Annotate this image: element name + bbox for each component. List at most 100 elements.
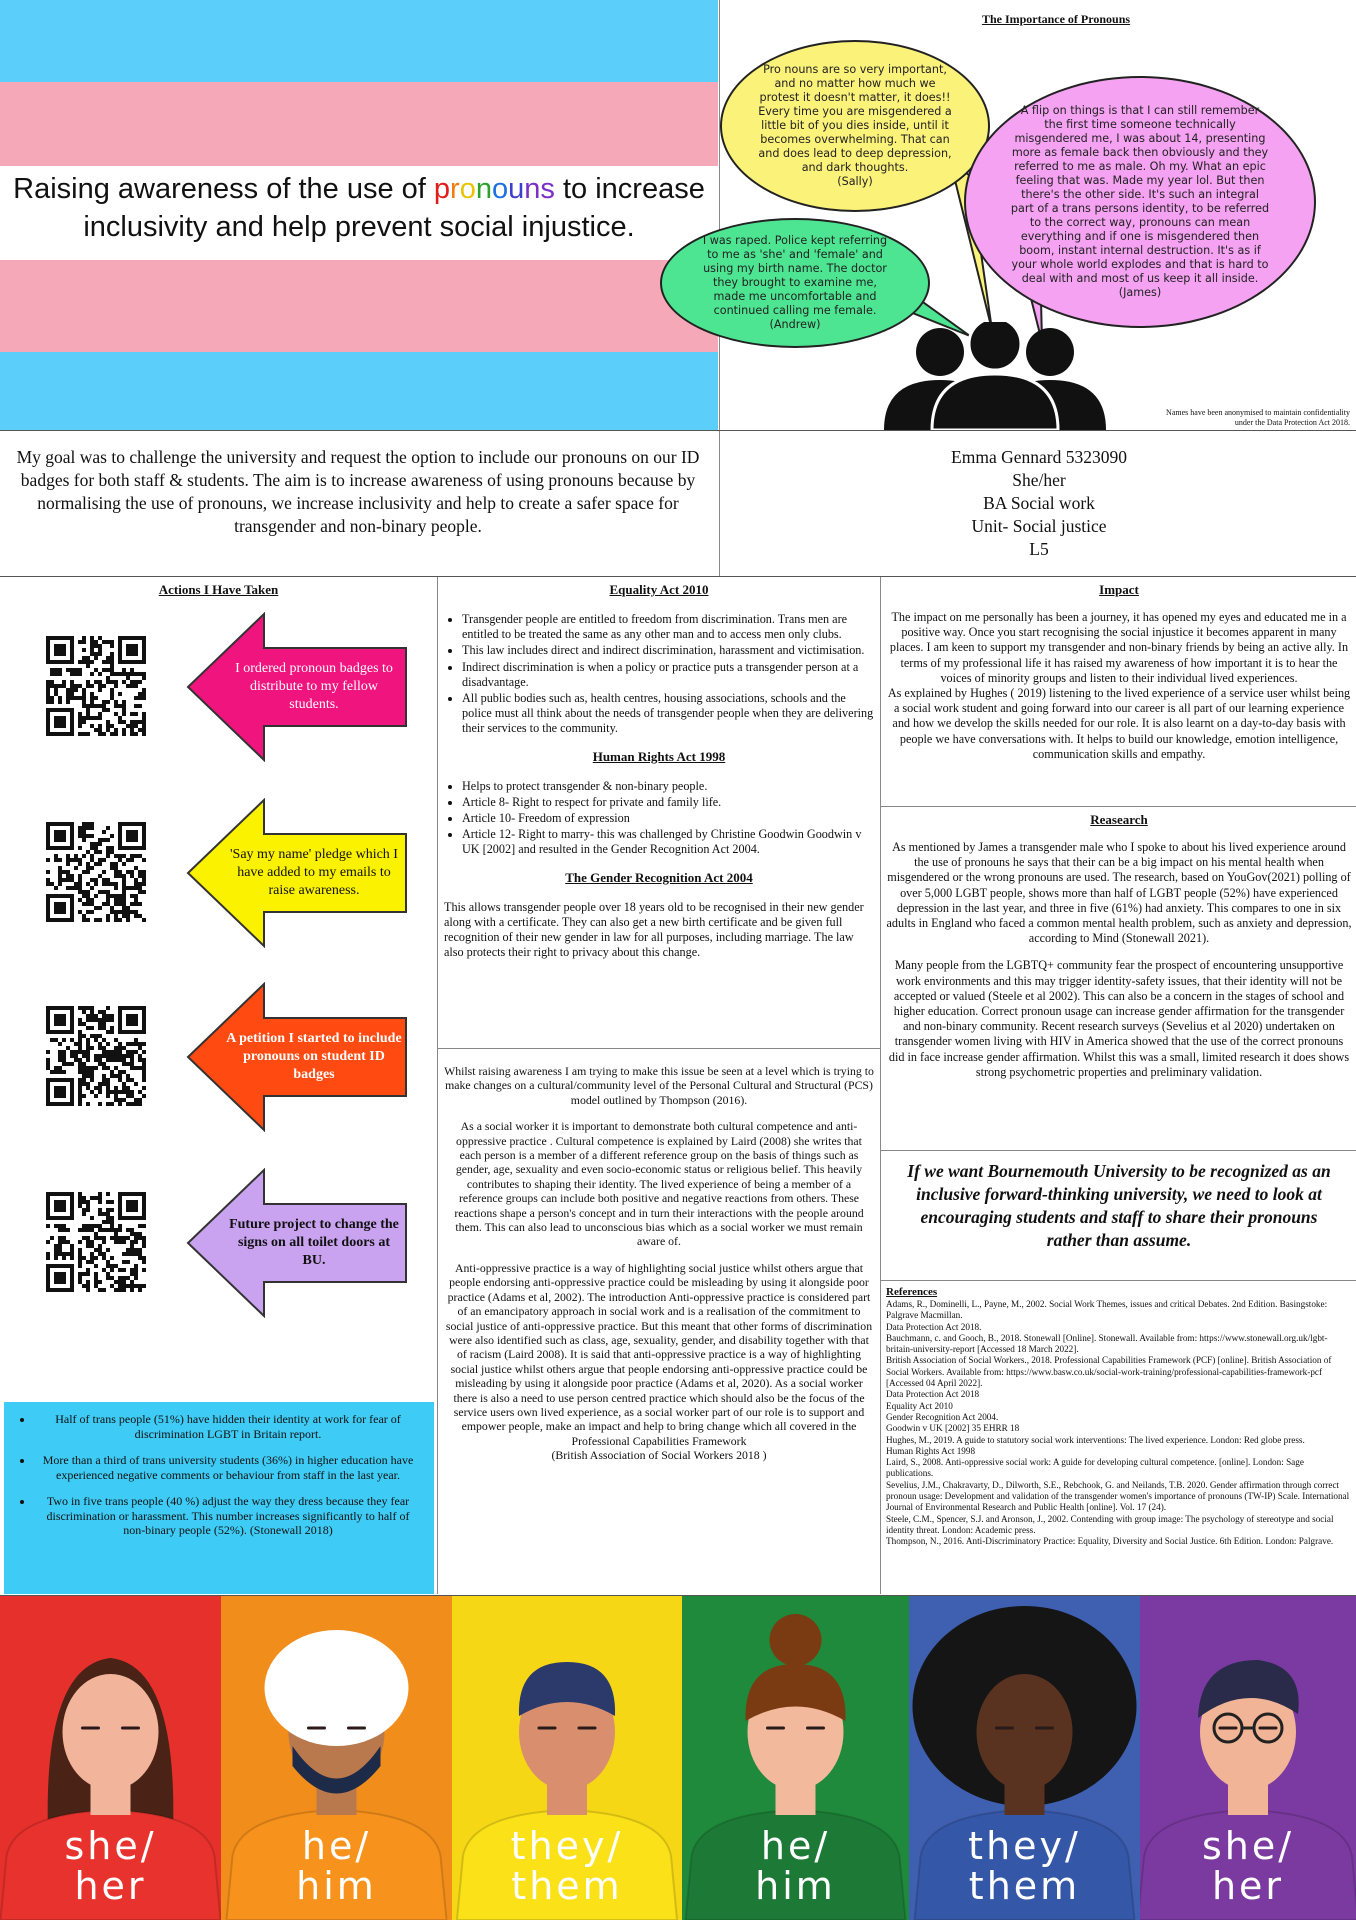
callout-statement: If we want Bournemouth University to be …	[907, 1161, 1331, 1250]
research-heading: Reasearch	[1090, 812, 1148, 827]
reference-item: Adams, R., Dominelli, L., Payne, M., 200…	[886, 1299, 1328, 1321]
pronouns-rainbow-word: pronouns	[434, 173, 555, 205]
left-arrow-icon	[186, 611, 408, 763]
rainbow-letter: n	[524, 173, 541, 205]
reference-item: Hughes, M., 2019. A guide to statutory s…	[886, 1434, 1305, 1445]
bubble-sally: Pro nouns are so very important, and no …	[720, 40, 990, 212]
action-label: 'Say my name' pledge which I have added …	[230, 847, 398, 898]
rainbow-letter: u	[508, 173, 525, 205]
stat-item: More than a third of trans university st…	[34, 1453, 422, 1482]
flag-stripe-pink-top	[0, 82, 718, 166]
qr-code-icon[interactable]	[46, 1006, 146, 1106]
equality-act-list: Transgender people are entitled to freed…	[444, 612, 874, 737]
bubble-andrew: I was raped. Police kept referring to me…	[660, 218, 930, 348]
rainbow-letter: o	[459, 173, 476, 205]
impact-heading: Impact	[1099, 582, 1139, 597]
stat-item: Half of trans people (51%) have hidden t…	[34, 1412, 422, 1441]
flag-stripe-white	[0, 166, 718, 260]
qr-code-icon[interactable]	[46, 1192, 146, 1292]
author-info: Emma Gennard 5323090 She/her BA Social w…	[722, 446, 1356, 561]
left-arrow-icon	[186, 797, 408, 949]
author-level: L5	[1029, 539, 1049, 559]
reference-item: Laird, S., 2008. Anti-oppressive social …	[886, 1457, 1304, 1479]
list-item: Article 10- Freedom of expression	[462, 811, 874, 826]
reference-item: Goodwin v UK [2002] 35 EHRR 18	[886, 1423, 1020, 1434]
equality-act-heading: Equality Act 2010	[609, 582, 709, 597]
human-rights-heading: Human Rights Act 1998	[592, 748, 726, 764]
pronoun-text: she/her	[64, 1824, 157, 1908]
rainbow-letter: r	[450, 173, 460, 205]
author-pronouns: She/her	[1012, 470, 1066, 490]
basw-citation: (British Association of Social Workers 2…	[551, 1448, 767, 1463]
actions-heading: Actions I Have Taken	[158, 582, 279, 597]
reference-item: Data Protection Act 2018	[886, 1389, 980, 1400]
list-item: Helps to protect transgender & non-binar…	[462, 779, 874, 794]
references-heading: References	[886, 1286, 938, 1298]
reference-item: Human Rights Act 1998	[886, 1445, 976, 1456]
rainbow-letter: n	[475, 173, 492, 205]
gender-recognition-heading: The Gender Recognition Act 2004	[565, 869, 753, 885]
action-label: A petition I started to include pronouns…	[226, 1031, 402, 1082]
impact-paragraph: As explained by Hughes ( 2019) listening…	[887, 686, 1351, 761]
reference-item: Bauchmann, c. and Gooch, B., 2018. Stone…	[886, 1332, 1328, 1355]
author-unit: Unit- Social justice	[971, 516, 1107, 536]
reference-item: Gender Recognition Act 2004.	[886, 1411, 999, 1422]
rainbow-letter: s	[540, 173, 555, 205]
pronoun-text: she/her	[1201, 1824, 1295, 1908]
human-rights-list: Helps to protect transgender & non-binar…	[444, 779, 874, 858]
pronoun-text: he/him	[296, 1824, 377, 1908]
rainbow-letter: p	[433, 173, 451, 205]
left-arrow-icon	[186, 981, 408, 1133]
pronoun-panel: he/him	[221, 1596, 452, 1920]
stats-box: Half of trans people (51%) have hidden t…	[4, 1402, 434, 1594]
references-section: References Adams, R., Dominelli, L., Pay…	[886, 1286, 1352, 1548]
bubble-james: A flip on things is that I can still rem…	[964, 76, 1316, 328]
reference-item: Sevelius, J.M., Chakravarty, D., Dilwort…	[886, 1479, 1350, 1513]
qr-code-icon[interactable]	[46, 636, 146, 736]
references-list: Adams, R., Dominelli, L., Payne, M., 200…	[886, 1299, 1352, 1548]
pronoun-panel: she/her	[1140, 1596, 1356, 1920]
qr-code-icon[interactable]	[46, 822, 146, 922]
action-label: Future project to change the signs on al…	[229, 1217, 399, 1268]
list-item: Article 12- Right to marry- this was cha…	[462, 827, 874, 857]
list-item: This law includes direct and indirect di…	[462, 643, 874, 658]
author-name: Emma Gennard 5323090	[951, 447, 1127, 467]
pcs-column: Whilst raising awareness I am trying to …	[444, 1064, 874, 1463]
stat-item: Two in five trans people (40 %) adjust t…	[34, 1494, 422, 1538]
action-label: I ordered pronoun badges to distribute t…	[235, 661, 393, 712]
reference-item: Thompson, N., 2016. Anti-Discriminatory …	[886, 1536, 1334, 1547]
pronoun-text: he/him	[755, 1824, 836, 1908]
list-item: All public bodies such as, health centre…	[462, 691, 874, 737]
reference-item: Equality Act 2010	[886, 1400, 953, 1411]
reference-item: British Association of Social Workers., …	[886, 1355, 1332, 1389]
impact-paragraph: The impact on me personally has been a j…	[889, 610, 1349, 685]
list-item: Article 8- Right to respect for private …	[462, 795, 874, 810]
flag-stripe-blue-top	[0, 0, 718, 82]
gender-recognition-text: This allows transgender people over 18 y…	[444, 899, 864, 960]
goal-statement: My goal was to challenge the university …	[16, 447, 700, 536]
cultural-competence-paragraph: As a social worker it is important to de…	[454, 1119, 864, 1249]
pronoun-panel: they/them	[909, 1596, 1140, 1920]
research-section: Reasearch As mentioned by James a transg…	[886, 812, 1352, 1080]
list-item: Transgender people are entitled to freed…	[462, 612, 874, 642]
pronoun-panel: she/her	[0, 1596, 221, 1920]
pronoun-panel: they/them	[452, 1596, 682, 1920]
pcs-paragraph: Whilst raising awareness I am trying to …	[444, 1064, 874, 1107]
research-paragraph: As mentioned by James a transgender male…	[886, 840, 1352, 946]
law-column: Equality Act 2010 Transgender people are…	[444, 582, 874, 960]
pronoun-text: they/them	[968, 1824, 1081, 1908]
list-item: Indirect discrimination is when a policy…	[462, 660, 874, 690]
title-flag: Raising awareness of the use of pronouns…	[0, 0, 718, 430]
page-title: Raising awareness of the use of pronouns…	[13, 173, 705, 243]
research-paragraph: Many people from the LGBTQ+ community fe…	[888, 958, 1350, 1079]
people-silhouette-icon	[884, 322, 1106, 430]
impact-section: Impact The impact on me personally has b…	[886, 582, 1352, 762]
reference-item: Data Protection Act 2018.	[886, 1321, 982, 1332]
reference-item: Steele, C.M., Spencer, S.J. and Aronson,…	[886, 1513, 1334, 1535]
author-course: BA Social work	[983, 493, 1095, 513]
pronouns-heading: The Importance of Pronouns	[981, 12, 1131, 26]
anonymity-footnote: Names have been anonymised to maintain c…	[1166, 408, 1350, 427]
flag-stripe-pink-bottom	[0, 260, 718, 352]
pronoun-text: they/them	[510, 1824, 624, 1908]
anti-oppressive-paragraph: Anti-oppressive practice is a way of hig…	[445, 1260, 873, 1448]
